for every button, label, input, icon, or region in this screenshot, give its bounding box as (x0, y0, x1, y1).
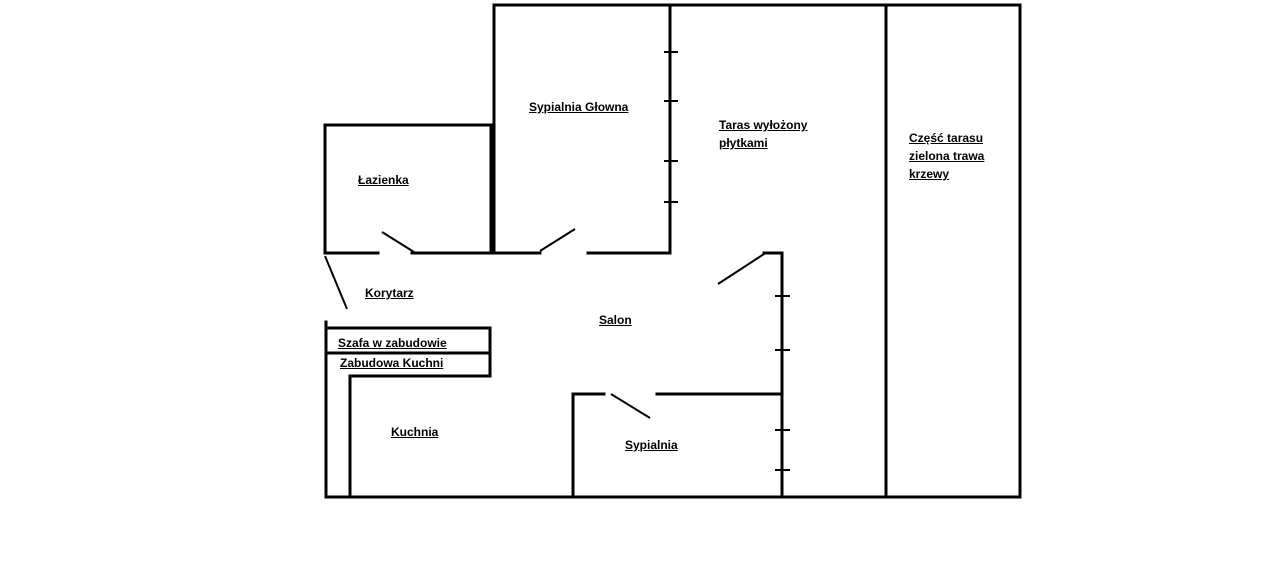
label-kuchnia: Kuchnia (391, 425, 439, 439)
label-lazienka: Łazienka (358, 173, 409, 187)
door-bathroom (381, 231, 415, 253)
label-zabudowa-kuchni: Zabudowa Kuchni (340, 356, 444, 370)
label-czesc-line3: krzewy (909, 167, 950, 181)
label-czesc-line1: Część tarasu (909, 131, 984, 145)
label-sypialnia-glowna: Sypialnia Głowna (529, 100, 629, 114)
label-taras: Taras wyłożony płytkami (719, 116, 807, 152)
label-korytarz: Korytarz (365, 286, 414, 300)
door-entrance (324, 255, 348, 310)
label-sypialnia: Sypialnia (625, 438, 678, 452)
door-bedroom (610, 393, 651, 419)
door-terrace (717, 253, 765, 285)
label-taras-line2: płytkami (719, 136, 768, 150)
label-czesc-tarasu: Część tarasu zielona trawa krzewy (909, 129, 984, 183)
door-master-bedroom (539, 228, 576, 252)
label-czesc-line2: zielona trawa (909, 149, 985, 163)
label-taras-line1: Taras wyłożony (719, 118, 808, 132)
label-szafa: Szafa w zabudowie (338, 336, 447, 350)
label-salon: Salon (599, 313, 632, 327)
